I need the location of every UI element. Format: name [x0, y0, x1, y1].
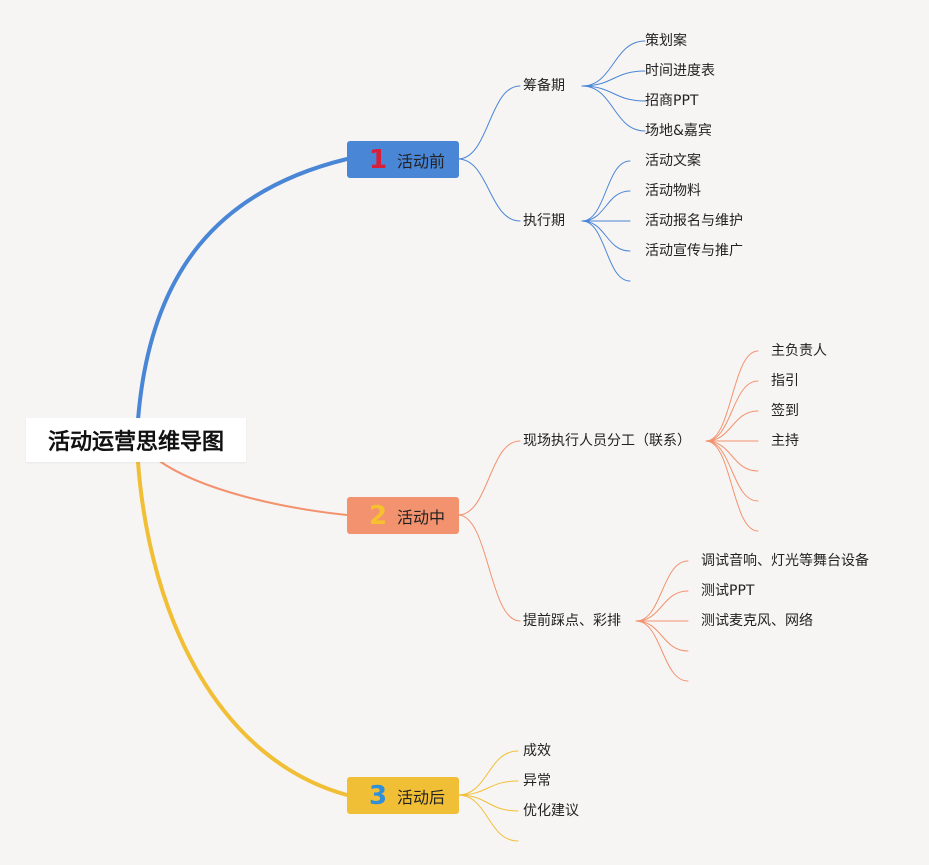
leaf-node[interactable]: 优化建议	[523, 803, 579, 819]
leaf-link	[457, 780, 519, 796]
sub-node-execution[interactable]: 执行期	[523, 213, 565, 229]
leaf-link	[635, 560, 689, 622]
sub-node-rehearsal[interactable]: 提前踩点、彩排	[523, 613, 621, 629]
leaf-node[interactable]: 活动宣传与推广	[645, 243, 743, 259]
leaf-link	[635, 590, 689, 622]
leaf-link	[581, 70, 646, 87]
root-node[interactable]: 活动运营思维导图	[26, 418, 246, 462]
sub-node-staff-division[interactable]: 现场执行人员分工（联系）	[523, 433, 691, 449]
leaf-link	[457, 794, 519, 812]
root-link-before	[136, 157, 349, 422]
leaf-node[interactable]: 主持	[771, 433, 799, 449]
leaf-node[interactable]: 测试麦克风、网络	[701, 613, 813, 629]
leaf-node[interactable]: 招商PPT	[645, 93, 699, 109]
leaf-link	[705, 440, 759, 472]
branch-link	[457, 514, 521, 622]
leaf-link	[457, 750, 519, 796]
branch-link	[457, 158, 521, 222]
leaf-link	[635, 620, 689, 652]
leaf-node[interactable]: 成效	[523, 743, 551, 759]
leaf-node[interactable]: 测试PPT	[701, 583, 755, 599]
branch-node-before[interactable]: 1 活动前	[347, 141, 459, 178]
branch-link	[457, 440, 521, 516]
leaf-link	[705, 440, 759, 532]
root-label: 活动运营思维导图	[47, 430, 224, 455]
leaf-link	[581, 40, 646, 87]
leaf-link	[705, 440, 759, 502]
leaf-link	[581, 85, 646, 132]
sub-node-preparation[interactable]: 筹备期	[523, 78, 565, 94]
branch-number: 3	[368, 780, 388, 811]
leaf-link	[581, 85, 646, 102]
branch-node-after[interactable]: 3 活动后	[347, 777, 459, 814]
leaf-link	[581, 190, 631, 222]
leaf-node[interactable]: 场地&嘉宾	[645, 123, 712, 139]
leaf-link	[705, 410, 759, 442]
leaf-node[interactable]: 主负责人	[771, 343, 827, 359]
leaf-node[interactable]: 调试音响、灯光等舞台设备	[701, 553, 869, 569]
branch-label: 活动前	[397, 151, 446, 171]
branch-node-during[interactable]: 2 活动中	[347, 497, 459, 534]
leaf-link	[581, 220, 631, 252]
leaf-node[interactable]: 活动物料	[645, 183, 701, 199]
leaf-node[interactable]: 指引	[771, 373, 799, 389]
leaf-node[interactable]: 活动文案	[645, 153, 701, 169]
branch-label: 活动中	[397, 507, 446, 527]
leaf-node[interactable]: 时间进度表	[645, 63, 715, 79]
root-link-during	[157, 459, 348, 516]
leaf-link	[635, 620, 689, 682]
branch-link	[457, 85, 521, 160]
leaf-node[interactable]: 异常	[523, 773, 551, 789]
branch-number: 1	[368, 144, 388, 175]
leaf-node[interactable]: 活动报名与维护	[645, 213, 743, 229]
branch-number: 2	[368, 500, 388, 531]
leaf-link	[581, 160, 631, 222]
leaf-link	[705, 350, 759, 442]
leaf-link	[581, 220, 631, 282]
leaf-node[interactable]: 签到	[771, 403, 799, 419]
branch-label: 活动后	[397, 787, 446, 807]
leaf-link	[705, 380, 759, 442]
root-link-after	[136, 460, 349, 797]
leaf-node[interactable]: 策划案	[645, 33, 687, 49]
leaf-link	[457, 794, 519, 842]
